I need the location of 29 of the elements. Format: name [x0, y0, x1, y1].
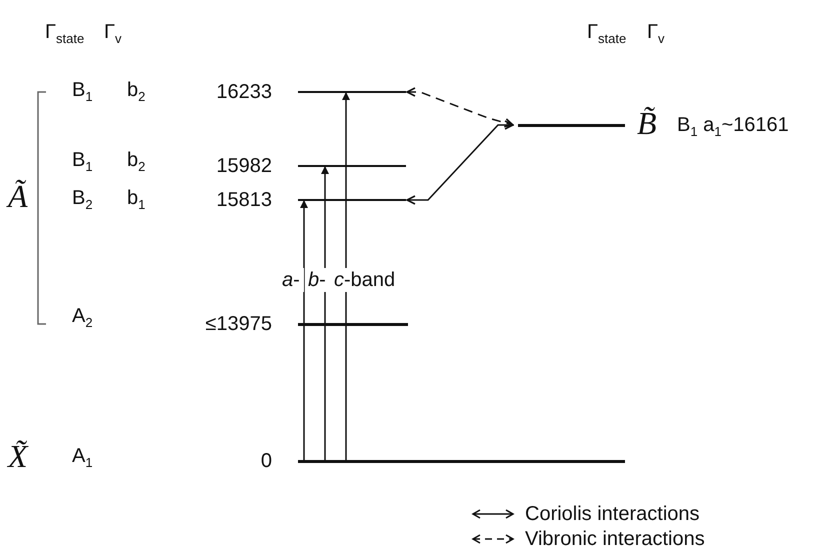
energy-value: ≤13975: [205, 314, 272, 334]
state-symbol: B̃: [637, 107, 657, 139]
energy-value: 16233: [216, 82, 272, 102]
state-symbol: X̃: [8, 440, 28, 472]
energy-value: 0: [260, 451, 272, 471]
arrow: [406, 87, 514, 128]
symmetry-label: b$_{1}$: [127, 188, 146, 211]
energy-value: 15813: [216, 190, 272, 210]
symmetry-label: b$_{2}$: [127, 80, 146, 103]
symmetry-label: A$_{1}$: [72, 446, 93, 469]
symmetry-label: Γ$_{v}$: [647, 22, 665, 45]
arrow: [321, 166, 329, 461]
arrow: [406, 120, 514, 205]
legend-text: Coriolis interactions: [525, 504, 700, 524]
legend-text: Vibronic interactions: [525, 529, 705, 549]
symmetry-label: B$_{1}$: [72, 150, 93, 173]
arrow: [342, 92, 350, 461]
state-symbol: Ã: [8, 180, 28, 212]
arrow: [300, 200, 308, 461]
symmetry-label: Γ$_{v}$: [104, 22, 122, 45]
edge-label: a-: [279, 268, 304, 292]
energy-value: 15982: [216, 156, 272, 176]
symmetry-label: b$_{2}$: [127, 150, 146, 173]
symmetry-label: B$_{1}$: [72, 80, 93, 103]
symmetry-label: B$_{2}$: [72, 188, 93, 211]
symmetry-label: Γ$_{state}$: [587, 22, 626, 45]
state-label: B$_{1}$ a$_{1}$~16161: [677, 115, 789, 138]
symmetry-label: A$_{2}$: [72, 306, 93, 329]
symmetry-label: Γ$_{state}$: [45, 22, 84, 45]
